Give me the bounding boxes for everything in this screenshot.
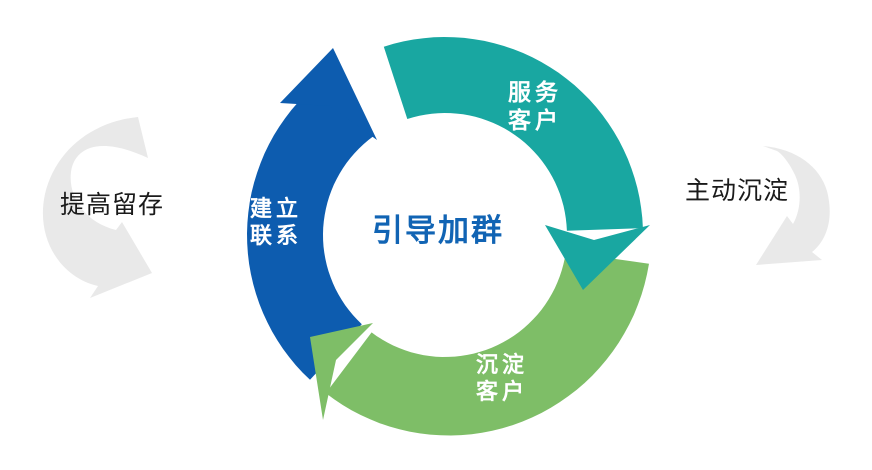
center-title: 引导加群 xyxy=(372,213,504,249)
label-settle-customers: 沉淀 客户 xyxy=(472,352,528,406)
ring-bodies xyxy=(247,37,649,436)
label-build-contact-line1: 建立 xyxy=(249,196,303,222)
label-serve-customers-line2: 客户 xyxy=(508,107,562,133)
label-settle-customers-line1: 沉淀 xyxy=(475,352,529,378)
cycle-arrow-serve-customers-body xyxy=(383,37,643,231)
cycle-arrow-serve-customers-arrowhead-icon xyxy=(545,225,650,290)
cycle-arrow-build-contact-arrowhead-icon xyxy=(280,48,377,140)
ring-arrowheads xyxy=(280,48,650,420)
side-swoosh-arrow-left xyxy=(42,117,152,298)
label-serve-customers-line1: 服务 xyxy=(508,78,562,105)
label-settle-customers-line2: 客户 xyxy=(475,379,529,404)
side-swoosh-arrow-right xyxy=(756,146,830,265)
side-note-left: 提高留存 xyxy=(59,190,165,219)
cycle-arrow-settle-customers-body xyxy=(325,252,649,436)
cycle-arrow-build-contact-body xyxy=(247,74,374,380)
label-build-contact: 建立 联系 xyxy=(246,196,302,250)
side-note-right: 主动沉淀 xyxy=(684,176,790,205)
label-build-contact-line2: 联系 xyxy=(249,223,303,248)
label-serve-customers: 服务 客户 xyxy=(504,78,562,134)
cycle-arrow-settle-customers-arrowhead-icon xyxy=(310,323,373,420)
